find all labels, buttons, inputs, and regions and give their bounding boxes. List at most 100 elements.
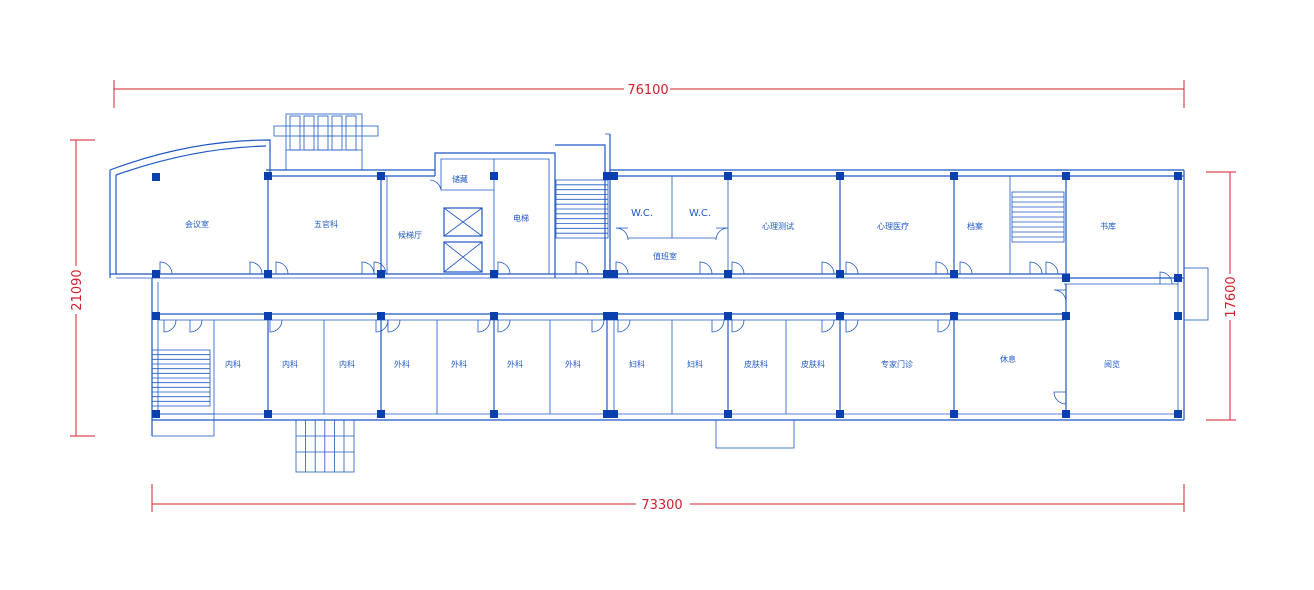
door-swing xyxy=(715,227,729,241)
structural-column xyxy=(610,410,618,418)
room-reading: 阅览 xyxy=(1104,359,1120,369)
door-swing xyxy=(935,261,949,275)
door-swing xyxy=(477,319,491,333)
structural-column xyxy=(610,270,618,278)
dimension-right-label: 17600 xyxy=(1224,276,1239,317)
door-swing xyxy=(821,319,835,333)
room-wc-1: W.C. xyxy=(631,208,653,219)
door-swing xyxy=(361,261,375,275)
door-swing xyxy=(497,261,511,275)
room-rest: 休息 xyxy=(1000,354,1016,364)
stair-north xyxy=(555,179,609,239)
structural-column xyxy=(610,172,618,180)
door-swing xyxy=(821,261,835,275)
door-swing xyxy=(1029,261,1043,275)
door-swing xyxy=(699,261,713,275)
door-swing xyxy=(189,319,203,333)
room-internal-3: 内科 xyxy=(339,359,355,369)
entrance-step xyxy=(331,115,343,151)
structural-column xyxy=(950,172,958,180)
dimension-right: 17600 xyxy=(1206,171,1239,421)
door-swing xyxy=(1045,261,1059,275)
structural-column xyxy=(724,172,732,180)
structural-column xyxy=(490,410,498,418)
door-swing xyxy=(429,176,442,191)
door-swing xyxy=(575,261,589,275)
structural-column xyxy=(264,270,272,278)
structural-column xyxy=(724,270,732,278)
door-swing xyxy=(1053,391,1067,405)
structural-column xyxy=(1174,312,1182,320)
door-swing xyxy=(615,261,629,275)
room-surgery-3: 外科 xyxy=(507,359,523,369)
room-storage: 储藏 xyxy=(452,174,468,184)
door-swing xyxy=(159,261,173,275)
structural-column xyxy=(603,172,611,180)
door-swing xyxy=(269,319,283,333)
door-swing xyxy=(711,319,725,333)
dimension-top-label: 76100 xyxy=(627,83,668,98)
structural-column xyxy=(490,312,498,320)
structural-column xyxy=(1062,410,1070,418)
entrance-step xyxy=(303,115,315,151)
door-swing xyxy=(591,319,605,333)
outer-walls xyxy=(109,133,1209,449)
structural-column xyxy=(610,312,618,320)
structural-column xyxy=(377,172,385,180)
structural-column xyxy=(836,270,844,278)
door-swing xyxy=(497,319,511,333)
entrance-step xyxy=(345,115,357,151)
structural-column xyxy=(152,410,160,418)
structural-column xyxy=(377,410,385,418)
door-swing xyxy=(615,227,629,241)
room-labels: 会议室 五官科 候梯厅 储藏 电梯 W.C. W.C. 心理测试 心理医疗 档案… xyxy=(185,174,1120,369)
structural-column xyxy=(264,172,272,180)
structural-column xyxy=(264,410,272,418)
door-swing xyxy=(845,319,859,333)
room-expert: 专家门诊 xyxy=(881,359,913,369)
dimension-top: 76100 xyxy=(113,80,1185,108)
structural-column xyxy=(603,410,611,418)
structural-column xyxy=(603,270,611,278)
structural-column xyxy=(836,172,844,180)
structural-column xyxy=(724,312,732,320)
stair-east xyxy=(1011,191,1065,243)
door-swing xyxy=(845,261,859,275)
structural-column xyxy=(1174,274,1182,282)
room-surgery-1: 外科 xyxy=(394,359,410,369)
door-swing xyxy=(731,319,745,333)
room-derm-1: 皮肤科 xyxy=(744,359,768,369)
room-ent: 五官科 xyxy=(314,219,338,229)
north-partitions xyxy=(267,159,1067,278)
structural-column xyxy=(490,270,498,278)
stair-west xyxy=(151,349,211,407)
dimension-left-label: 21090 xyxy=(70,269,85,310)
door-swing xyxy=(731,261,745,275)
room-nurse: 值班室 xyxy=(653,251,677,261)
door-swing xyxy=(375,319,389,333)
door-swing xyxy=(617,319,631,333)
structural-column xyxy=(152,173,160,181)
entrance-steps-south xyxy=(295,419,355,473)
structural-column xyxy=(1174,410,1182,418)
structural-columns xyxy=(152,172,1182,418)
structural-column xyxy=(377,270,385,278)
room-lift: 电梯 xyxy=(513,213,529,223)
dimension-bottom: 73300 xyxy=(151,484,1185,513)
door-swing xyxy=(275,261,289,275)
door-swing xyxy=(1053,289,1067,303)
structural-column xyxy=(1062,172,1070,180)
room-meeting: 会议室 xyxy=(185,219,209,229)
door-swing xyxy=(1159,271,1173,285)
room-psych-test: 心理测试 xyxy=(762,221,794,231)
room-wc-2: W.C. xyxy=(689,208,711,219)
room-gyn-2: 妇科 xyxy=(687,359,703,369)
structural-column xyxy=(377,312,385,320)
entrance-step xyxy=(317,115,329,151)
room-internal-2: 内科 xyxy=(282,359,298,369)
structural-column xyxy=(264,312,272,320)
structural-column xyxy=(1062,312,1070,320)
structural-column xyxy=(603,312,611,320)
room-library: 书库 xyxy=(1100,221,1116,231)
